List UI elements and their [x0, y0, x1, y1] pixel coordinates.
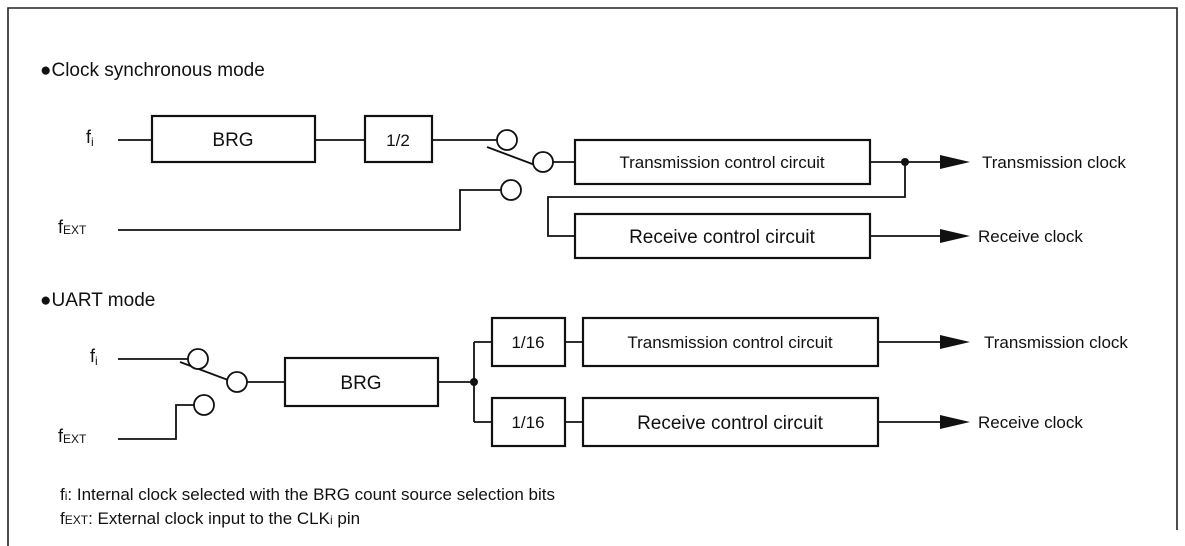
switch-arm	[486, 146, 536, 166]
notes-section: fi: Internal clock selected with the BRG…	[60, 485, 555, 528]
uart-divider-rx-label: 1/16	[511, 413, 544, 432]
clock-sync-heading: ●Clock synchronous mode	[40, 60, 265, 81]
switch-contact-common	[532, 151, 554, 173]
uart-switch-contact-common	[226, 371, 248, 393]
uart-divider-tx-box	[490, 316, 567, 368]
clock-sync-fext-label: fEXT	[58, 217, 87, 237]
switch-contact-top	[496, 129, 518, 151]
uart-fi-label: fi	[90, 346, 98, 368]
wire-fext-switch	[118, 189, 503, 231]
uart-rx-label: Receive control circuit	[637, 413, 824, 434]
uart-rx-box	[581, 396, 880, 448]
clock-sync-divider-label: 1/2	[386, 131, 410, 150]
clock-sync-brg-box	[150, 114, 317, 164]
uart-tx-label: Transmission control circuit	[627, 333, 833, 352]
uart-section: ●UART mode fi fEXT BRG 1/16 1/16 Transmi…	[40, 290, 1128, 448]
clock-sync-rx-output-label: Receive clock	[978, 227, 1083, 246]
uart-brg-label: BRG	[340, 373, 381, 394]
uart-rx-output-label: Receive clock	[978, 413, 1083, 432]
uart-brg-box	[283, 356, 440, 408]
uart-tx-box	[581, 316, 880, 368]
junction-dot	[901, 158, 909, 166]
uart-heading: ●UART mode	[40, 290, 155, 311]
clock-sync-rx-label: Receive control circuit	[629, 227, 816, 248]
clock-sync-divider-box	[363, 114, 434, 164]
uart-tx-output-label: Transmission clock	[984, 333, 1128, 352]
uart-fext-label: fEXT	[58, 426, 87, 446]
switch-contact-ext	[500, 179, 522, 201]
wire-feedback-rx	[547, 162, 906, 237]
clock-sync-fi-label: fi	[86, 127, 94, 149]
clock-sync-section: ●Clock synchronous mode fi fEXT BRG 1/2 …	[40, 60, 1126, 260]
clock-sync-tx-label: Transmission control circuit	[619, 153, 825, 172]
uart-switch-arm	[179, 361, 229, 381]
uart-junction-dot	[470, 378, 478, 386]
wire-uart-fext-switch	[118, 404, 194, 440]
clock-sync-tx-box	[573, 138, 872, 186]
clock-sync-tx-output-label: Transmission clock	[982, 153, 1126, 172]
arrow-tx-out	[940, 155, 970, 169]
note-fi: fi: Internal clock selected with the BRG…	[60, 485, 555, 504]
figure-frame	[7, 7, 1178, 546]
clock-sync-brg-label: BRG	[212, 130, 253, 151]
uart-divider-tx-label: 1/16	[511, 333, 544, 352]
uart-switch-contact-top	[187, 348, 209, 370]
arrow-rx-out	[940, 229, 970, 243]
uart-divider-rx-box	[490, 396, 567, 448]
uart-arrow-tx-out	[940, 335, 970, 349]
note-fext: fEXT: External clock input to the CLKi p…	[60, 509, 360, 528]
uart-switch-contact-ext	[193, 394, 215, 416]
uart-arrow-rx-out	[940, 415, 970, 429]
clock-sync-rx-box	[573, 212, 872, 260]
